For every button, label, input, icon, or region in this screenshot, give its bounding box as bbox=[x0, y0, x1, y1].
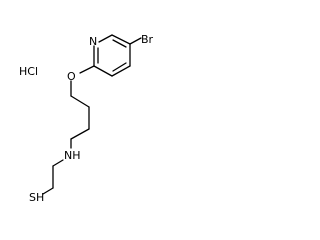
bond-ring-c6-c5 bbox=[111, 34, 131, 45]
bond-nh-c5 bbox=[52, 159, 64, 167]
bond-c2-o bbox=[79, 65, 95, 74]
bond-ring-c6-c5-inner bbox=[112, 39, 127, 48]
structure-drawing: N Br O NH SH HCl bbox=[19, 33, 154, 204]
atom-label-br: Br bbox=[141, 33, 154, 46]
molecule-diagram: N Br O NH SH HCl bbox=[19, 33, 154, 204]
bond-ring-c4-c3-inner bbox=[112, 62, 127, 72]
bond-c6-s bbox=[42, 187, 54, 195]
salt-label-hcl: HCl bbox=[19, 65, 38, 78]
atom-label-sh: SH bbox=[29, 191, 44, 204]
bond-c1-c2 bbox=[70, 95, 90, 108]
bond-ring-c4-c3 bbox=[111, 65, 131, 77]
bond-c3-c4 bbox=[70, 128, 90, 140]
atom-label-o: O bbox=[67, 70, 76, 83]
bond-ring-n-c6 bbox=[98, 34, 113, 43]
bond-ring-c3-c2 bbox=[93, 65, 113, 77]
bond-c5-br bbox=[129, 37, 142, 45]
atom-label-n-ring: N bbox=[89, 35, 97, 48]
atom-label-nh: NH bbox=[64, 149, 81, 162]
